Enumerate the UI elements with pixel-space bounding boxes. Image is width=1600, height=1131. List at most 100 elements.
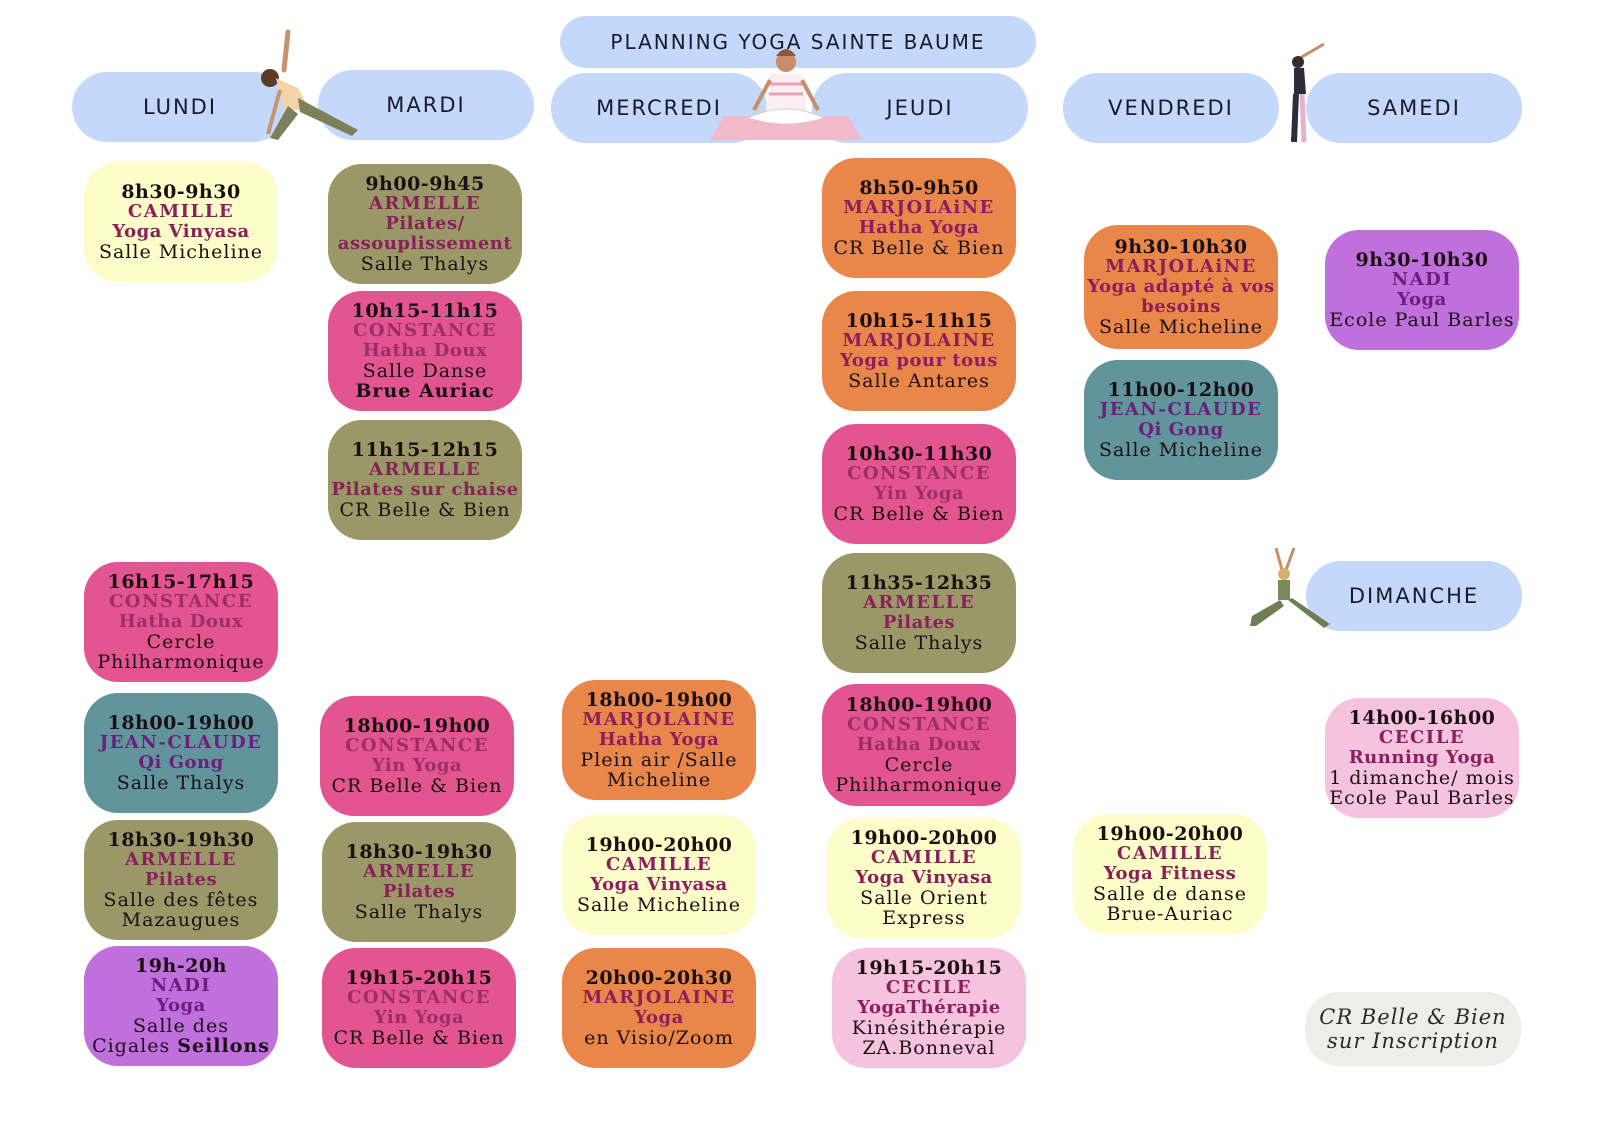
class-time: 9h30-10h30: [1355, 249, 1489, 271]
class-type: Pilates: [882, 612, 956, 633]
class-card-jeudi-3[interactable]: 10h30-11h30 CONSTANCE Yin Yoga CR Belle …: [822, 424, 1016, 544]
standing-stretch-icon: [1291, 42, 1325, 143]
instructor-name: ARMELLE: [368, 193, 482, 214]
instructor-name: CONSTANCE: [847, 463, 991, 484]
class-location: Micheline: [606, 769, 712, 791]
class-type: Yoga Vinyasa: [112, 221, 250, 242]
day-label: DIMANCHE: [1348, 584, 1480, 608]
instructor-name: CONSTANCE: [353, 320, 497, 341]
class-card-jeudi-6[interactable]: 19h00-20h00 CAMILLE Yoga Vinyasa Salle O…: [827, 818, 1021, 938]
class-frequency: 1 dimanche/ mois: [1329, 767, 1515, 789]
class-location: Ecole Paul Barles: [1329, 787, 1515, 809]
class-card-jeudi-1[interactable]: 8h50-9h50 MARJOLAiNE Hatha Yoga CR Belle…: [822, 158, 1016, 278]
class-location: Salle Thalys: [360, 253, 490, 275]
class-time: 19h00-20h00: [850, 827, 998, 849]
class-type: Yoga Vinyasa: [590, 874, 728, 895]
class-time: 14h00-16h00: [1348, 707, 1496, 729]
class-location: CR Belle & Bien: [339, 499, 511, 521]
class-time: 19h00-20h00: [1096, 823, 1244, 845]
meditation-lotus-icon: [710, 49, 862, 140]
class-time: 9h00-9h45: [365, 173, 485, 195]
class-card-samedi-1[interactable]: 9h30-10h30 NADI Yoga Ecole Paul Barles: [1325, 230, 1519, 350]
class-location: en Visio/Zoom: [584, 1027, 734, 1049]
page-title: PLANNING YOGA SAINTE BAUME: [610, 30, 986, 54]
class-card-jeudi-5[interactable]: 18h00-19h00 CONSTANCE Hatha Doux Cercle …: [822, 684, 1016, 806]
class-location: CR Belle & Bien: [331, 775, 503, 797]
class-type: Yin Yoga: [373, 1007, 465, 1028]
class-card-lundi-2[interactable]: 16h15-17h15 CONSTANCE Hatha Doux Cercle …: [84, 562, 278, 682]
class-card-vendredi-2[interactable]: 11h00-12h00 JEAN-CLAUDE Qi Gong Salle Mi…: [1084, 360, 1278, 480]
class-type: Running Yoga: [1348, 747, 1496, 768]
class-type: Yoga pour tous: [840, 350, 998, 371]
class-type: Yin Yoga: [371, 755, 463, 776]
instructor-name: CONSTANCE: [347, 987, 491, 1008]
day-header-vendredi: VENDREDI: [1063, 73, 1279, 143]
class-card-jeudi-4[interactable]: 11h35-12h35 ARMELLE Pilates Salle Thalys: [822, 553, 1016, 673]
class-time: 19h00-20h00: [585, 834, 733, 856]
class-card-vendredi-1[interactable]: 9h30-10h30 MARJOLAiNE Yoga adapté à vos …: [1084, 225, 1278, 349]
class-card-lundi-3[interactable]: 18h00-19h00 JEAN-CLAUDE Qi Gong Salle Th…: [84, 693, 278, 813]
class-location: Brue-Auriac: [1106, 903, 1234, 925]
class-time: 9h30-10h30: [1114, 236, 1248, 258]
class-card-mardi-2[interactable]: 10h15-11h15 CONSTANCE Hatha Doux Salle D…: [328, 291, 522, 411]
legend-line-2: sur Inscription: [1327, 1029, 1499, 1053]
class-card-mardi-6[interactable]: 19h15-20h15 CONSTANCE Yin Yoga CR Belle …: [322, 948, 516, 1068]
class-time: 18h30-19h30: [345, 841, 493, 863]
class-card-mardi-3[interactable]: 11h15-12h15 ARMELLE Pilates sur chaise C…: [328, 420, 522, 540]
day-label: LUNDI: [142, 95, 218, 119]
class-card-lundi-5[interactable]: 19h-20h NADI Yoga Salle des Cigales Seil…: [84, 946, 278, 1066]
class-card-vendredi-3[interactable]: 19h00-20h00 CAMILLE Yoga Fitness Salle d…: [1073, 814, 1267, 934]
class-location: Express: [882, 907, 966, 929]
instructor-name: CONSTANCE: [847, 714, 991, 735]
class-card-lundi-4[interactable]: 18h30-19h30 ARMELLE Pilates Salle des fê…: [84, 820, 278, 940]
class-location: Mazaugues: [121, 909, 241, 931]
class-type: Yoga Vinyasa: [855, 867, 993, 888]
class-type: Yoga Fitness: [1103, 863, 1237, 884]
class-type: Qi Gong: [138, 752, 224, 773]
class-time: 19h-20h: [135, 955, 227, 977]
class-card-lundi-1[interactable]: 8h30-9h30 CAMILLE Yoga Vinyasa Salle Mic…: [84, 162, 278, 282]
class-card-mercredi-1[interactable]: 18h00-19h00 MARJOLAINE Hatha Yoga Plein …: [562, 680, 756, 800]
instructor-name: JEAN-CLAUDE: [1099, 399, 1263, 420]
class-type: Pilates: [382, 881, 456, 902]
class-time: 19h15-20h15: [345, 967, 493, 989]
class-card-mercredi-2[interactable]: 19h00-20h00 CAMILLE Yoga Vinyasa Salle M…: [562, 815, 756, 935]
class-location: Philharmonique: [835, 774, 1003, 796]
class-type: Pilates sur chaise: [331, 479, 519, 500]
instructor-name: CECILE: [1378, 727, 1466, 748]
class-card-jeudi-7[interactable]: 19h15-20h15 CECILE YogaThérapie Kinésith…: [832, 948, 1026, 1068]
class-time: 20h00-20h30: [585, 967, 733, 989]
class-type: Pilates: [144, 869, 218, 890]
day-label: JEUDI: [886, 96, 954, 120]
class-location: Salle de danse: [1093, 883, 1247, 905]
class-location: Salle Thalys: [854, 632, 984, 654]
day-header-samedi: SAMEDI: [1306, 73, 1522, 143]
class-time: 10h15-11h15: [845, 310, 993, 332]
class-card-mercredi-3[interactable]: 20h00-20h30 MARJOLAINE Yoga en Visio/Zoo…: [562, 948, 756, 1068]
day-label: MARDI: [386, 93, 466, 117]
class-time: 18h00-19h00: [107, 712, 255, 734]
class-card-mardi-4[interactable]: 18h00-19h00 CONSTANCE Yin Yoga CR Belle …: [320, 696, 514, 816]
class-card-jeudi-2[interactable]: 10h15-11h15 MARJOLAINE Yoga pour tous Sa…: [822, 291, 1016, 411]
instructor-name: ARMELLE: [368, 459, 482, 480]
class-time: 8h50-9h50: [859, 177, 979, 199]
class-type: Qi Gong: [1138, 419, 1224, 440]
class-location: ZA.Bonneval: [862, 1037, 996, 1059]
class-type: Hatha Doux: [362, 340, 488, 361]
instructor-name: NADI: [1391, 269, 1453, 290]
class-location: Cercle: [884, 754, 954, 776]
instructor-name: CONSTANCE: [345, 735, 489, 756]
class-location-bold: Seillons: [177, 1035, 270, 1057]
class-card-mardi-5[interactable]: 18h30-19h30 ARMELLE Pilates Salle Thalys: [322, 822, 516, 942]
class-location: Kinésithérapie: [851, 1017, 1007, 1039]
class-card-mardi-1[interactable]: 9h00-9h45 ARMELLE Pilates/ assouplisseme…: [328, 164, 522, 284]
class-type: Yoga: [156, 995, 206, 1016]
day-label: SAMEDI: [1367, 96, 1461, 120]
class-card-dimanche-1[interactable]: 14h00-16h00 CECILE Running Yoga 1 dimanc…: [1325, 698, 1519, 818]
instructor-name: CECILE: [885, 977, 973, 998]
instructor-name: ARMELLE: [124, 849, 238, 870]
instructor-name: ARMELLE: [362, 861, 476, 882]
class-time: 8h30-9h30: [121, 181, 241, 203]
class-type: Pilates/: [385, 213, 465, 234]
class-time: 10h15-11h15: [351, 300, 499, 322]
